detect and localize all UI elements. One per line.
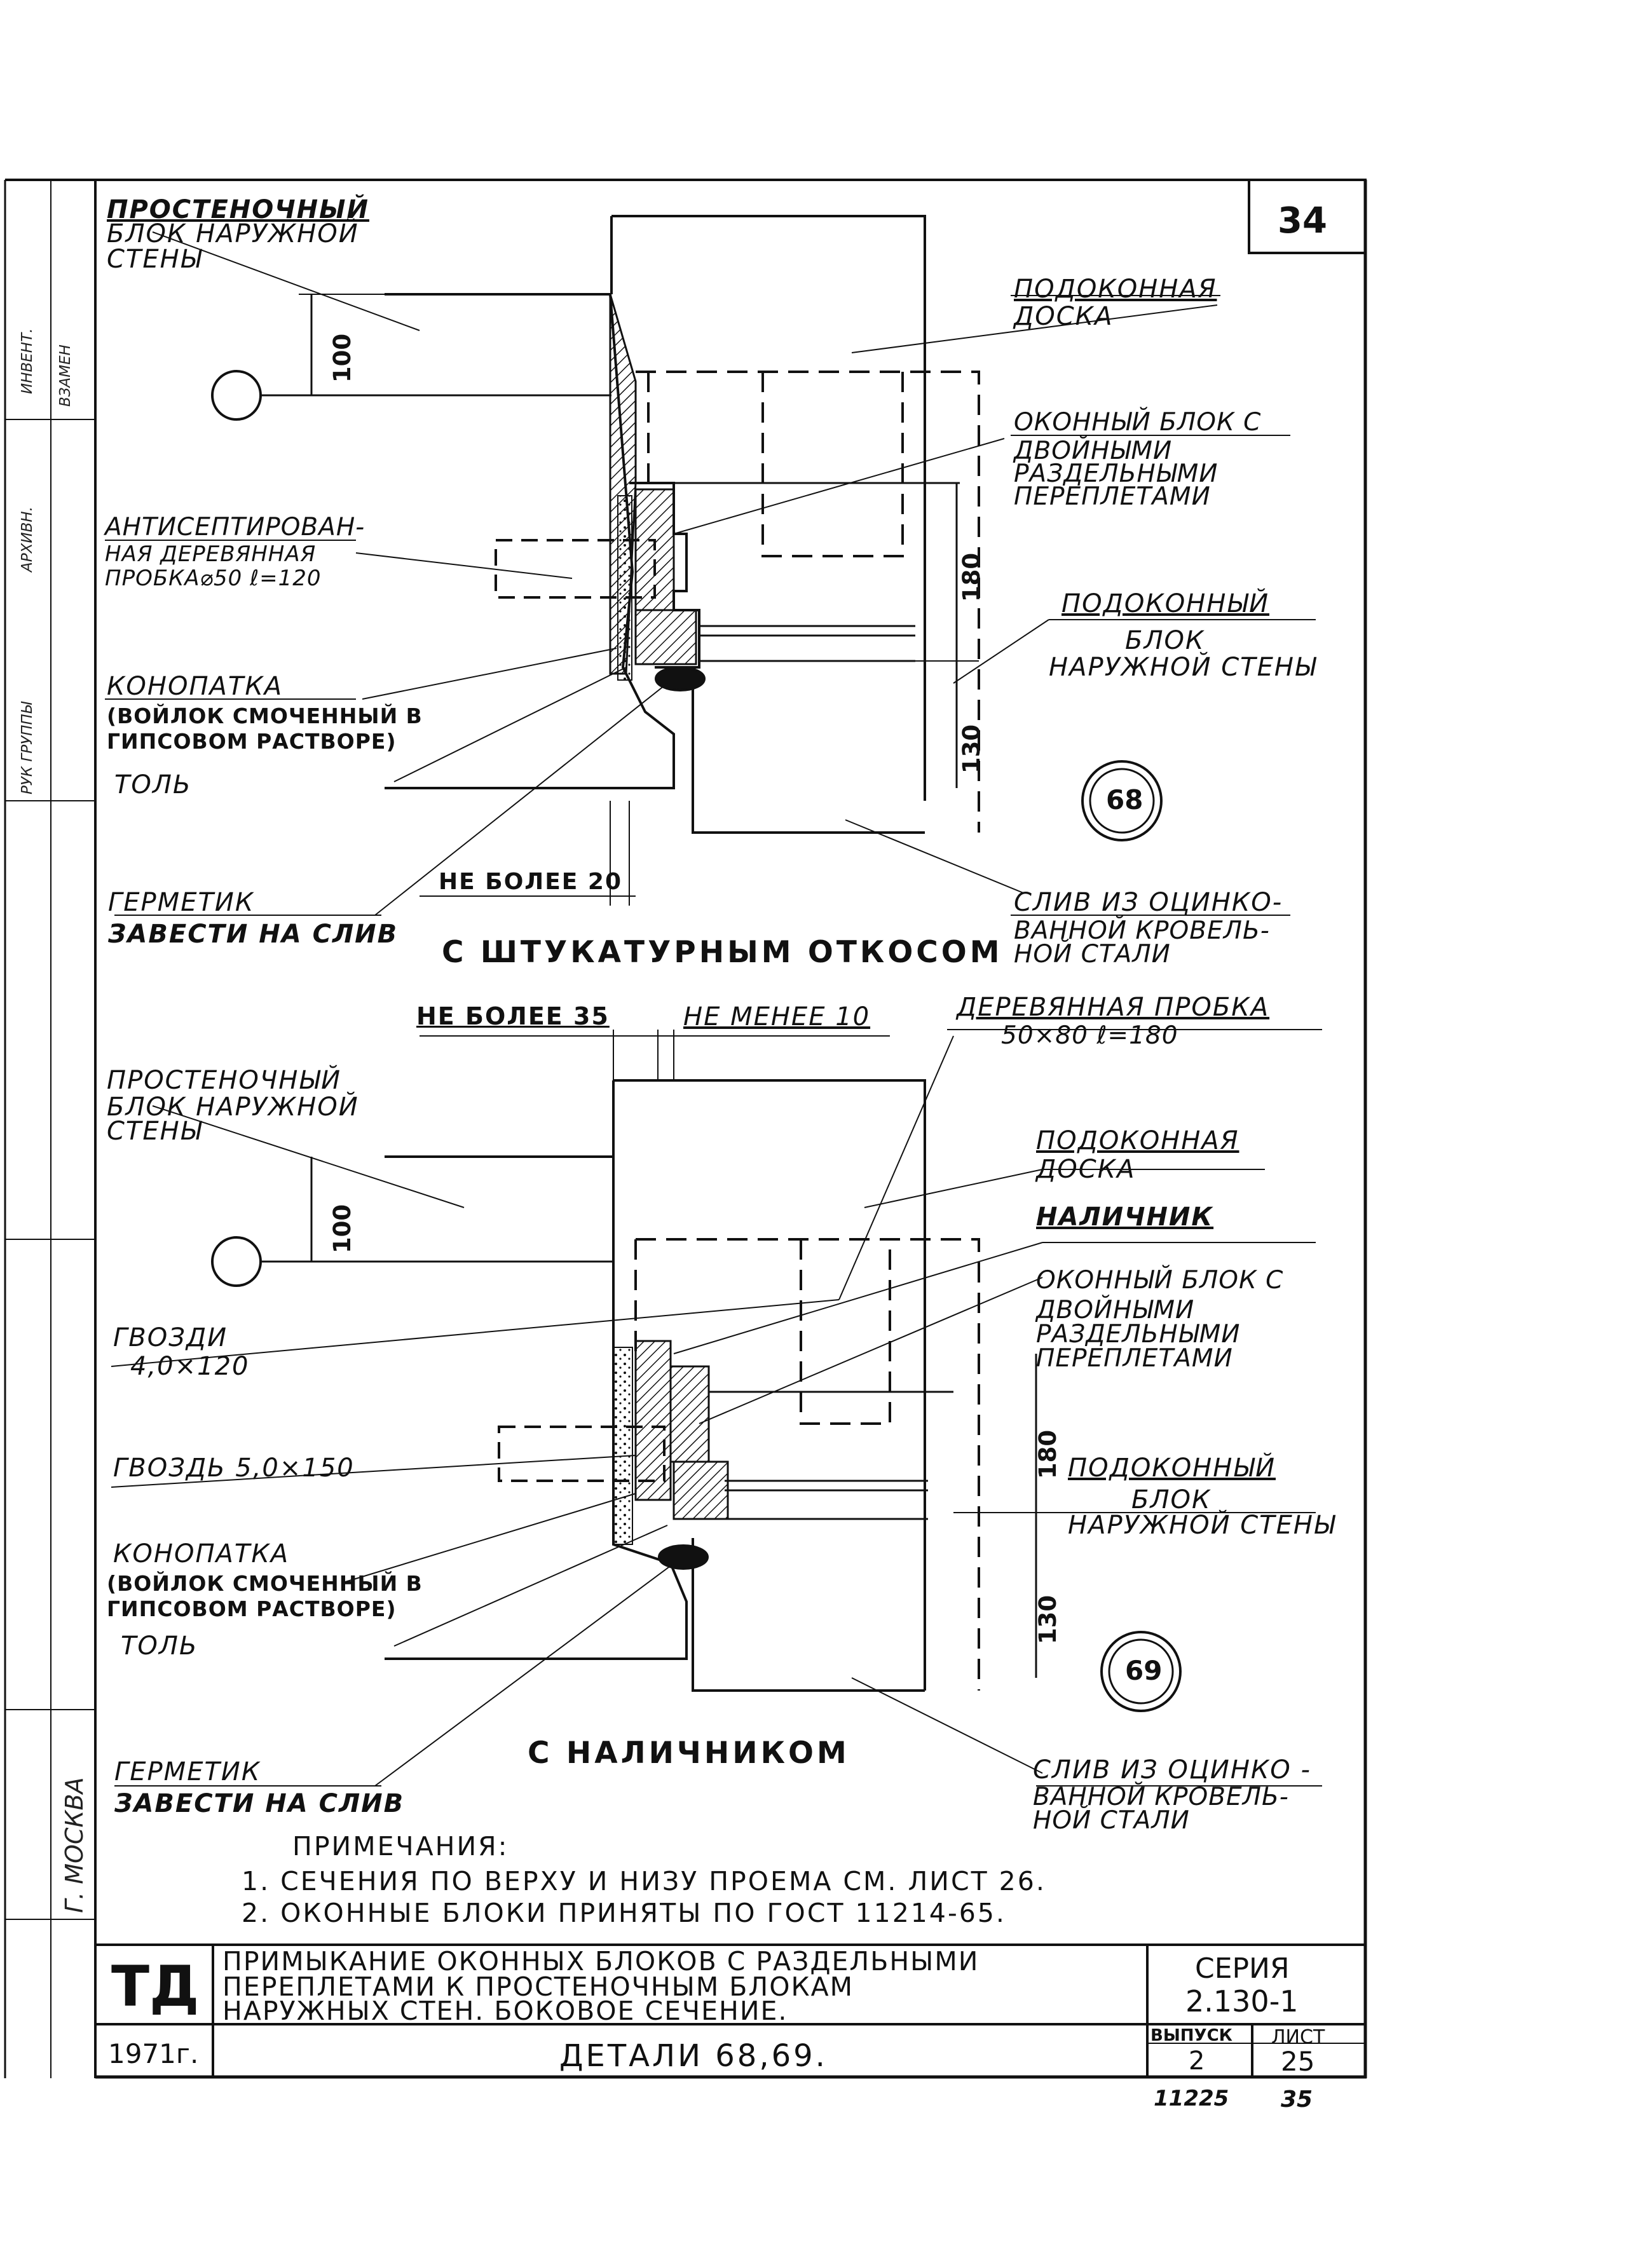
dim-min-10: НЕ МЕНЕЕ 10 (683, 1002, 871, 1031)
label-window-block-1d: ПЕРЕПЛЕТАМИ (1014, 482, 1211, 511)
issue-value: 2 (1189, 2046, 1205, 2076)
label-window-block-2b: ДВОЙНЫМИ (1036, 1296, 1195, 1324)
label-window-block-2d: ПЕРЕПЛЕТАМИ (1036, 1344, 1233, 1373)
detail-68 (105, 215, 1316, 916)
caption-detail-69: С НАЛИЧНИКОМ (528, 1736, 850, 1771)
title-block-title-2: ПЕРЕПЛЕТАМИ К ПРОСТЕНОЧНЫМ БЛОКАМ (222, 1971, 854, 2002)
label-caulk-2a: КОНОПАТКА (113, 1539, 290, 1569)
label-window-block-1c: РАЗДЕЛЬНЫМИ (1014, 459, 1219, 488)
dim-130-bottom: 130 (1034, 1595, 1062, 1645)
label-drip-1b: ВАННОЙ КРОВЕЛЬ- (1014, 916, 1270, 945)
label-caulk-1a: КОНОПАТКА (107, 672, 283, 701)
title-block-frame (95, 1943, 1365, 2077)
footer-left-number: 11225 (1154, 2086, 1229, 2111)
label-sill-block-1b: БЛОК (1125, 626, 1205, 655)
note-1: 1. СЕЧЕНИЯ ПО ВЕРХУ И НИЗУ ПРОЕМА СМ. ЛИ… (242, 1866, 1046, 1896)
label-wall-block-1c: СТЕНЫ (107, 245, 203, 274)
label-window-block-2a: ОКОННЫЙ БЛОК С (1036, 1266, 1284, 1295)
side-stamp-3: АРХИВН. (19, 507, 36, 572)
label-roofing-2: ТОЛЬ (121, 1631, 198, 1661)
label-sill-block-1c: НАРУЖНОЙ СТЕНЫ (1049, 653, 1317, 682)
sheet-frame (4, 179, 1367, 2079)
label-nail-2: ГВОЗДЬ 5,0×150 (113, 1453, 355, 1483)
label-sill-board-1b: ДОСКА (1014, 302, 1114, 331)
dim-100-top: 100 (329, 333, 357, 383)
title-block-title-3: НАРУЖНЫХ СТЕН. БОКОВОЕ СЕЧЕНИЕ. (222, 1996, 788, 2026)
label-wall-block-2b: БЛОК НАРУЖНОЙ (107, 1092, 359, 1122)
year: 1971г. (108, 2038, 199, 2069)
issue-label: ВЫПУСК (1150, 2026, 1232, 2045)
series-value: 2.130-1 (1185, 1984, 1299, 2018)
label-nails-a: ГВОЗДИ (113, 1323, 228, 1352)
label-sill-block-2a: ПОДОКОННЫЙ (1068, 1453, 1276, 1483)
label-wall-block-1b: БЛОК НАРУЖНОЙ (107, 219, 359, 248)
detail-69 (111, 1029, 1322, 1787)
label-drip-2a: СЛИВ ИЗ ОЦИНКО - (1033, 1755, 1311, 1785)
label-plug-1a: АНТИСЕПТИРОВАН- (105, 513, 365, 541)
label-sealant-2b: ЗАВЕСТИ НА СЛИВ (114, 1789, 405, 1818)
dim-gap-20: НЕ БОЛЕЕ 20 (439, 869, 623, 895)
mark-68: 68 (1106, 784, 1143, 815)
notes-title: ПРИМЕЧАНИЯ: (292, 1831, 509, 1862)
label-wall-block-2c: СТЕНЫ (107, 1117, 203, 1146)
label-drip-1c: НОЙ СТАЛИ (1014, 940, 1171, 969)
label-caulk-2b: (ВОЙЛОК СМОЧЕННЫЙ В (107, 1571, 423, 1596)
footer-right-number: 35 (1281, 2086, 1313, 2113)
label-sealant-2a: ГЕРМЕТИК (114, 1757, 261, 1787)
label-sill-block-1a: ПОДОКОННЫЙ (1062, 589, 1269, 618)
label-sill-block-2b: БЛОК (1131, 1485, 1212, 1514)
label-drip-2b: ВАННОЙ КРОВЕЛЬ- (1033, 1783, 1289, 1811)
dim-100-bottom: 100 (329, 1204, 357, 1254)
note-2: 2. ОКОННЫЕ БЛОКИ ПРИНЯТЫ ПО ГОСТ 11214-6… (242, 1898, 1006, 1928)
series-label: СЕРИЯ (1195, 1952, 1290, 1985)
label-caulk-1b: (ВОЙЛОК СМОЧЕННЫЙ В (107, 704, 423, 728)
label-sill-board-1a: ПОДОКОННАЯ (1014, 275, 1217, 304)
side-stamp-4: РУК ГРУППЫ (19, 702, 36, 794)
title-block-title-1: ПРИМЫКАНИЕ ОКОННЫХ БЛОКОВ С РАЗДЕЛЬНЫМИ (222, 1946, 980, 1977)
label-sealant-1a: ГЕРМЕТИК (108, 888, 255, 917)
label-wall-block-1a: ПРОСТЕНОЧНЫЙ (107, 195, 369, 224)
label-plug-1c: ПРОБКА⌀50 ℓ=120 (105, 566, 322, 591)
label-wall-block-2a: ПРОСТЕНОЧНЫЙ (107, 1066, 342, 1095)
label-roofing-1: ТОЛЬ (114, 770, 192, 800)
label-casing: НАЛИЧНИК (1036, 1202, 1214, 1232)
label-wood-plug-2a: ДЕРЕВЯННАЯ ПРОБКА (957, 993, 1270, 1022)
dim-180-bottom: 180 (1034, 1429, 1062, 1480)
sheet-value: 25 (1281, 2046, 1315, 2077)
dim-max-35: НЕ БОЛЕЕ 35 (416, 1002, 610, 1030)
label-sealant-1b: ЗАВЕСТИ НА СЛИВ (108, 920, 399, 949)
side-stamp-5: Г. МОСКВА (60, 1777, 88, 1913)
label-drip-2c: НОЙ СТАЛИ (1033, 1806, 1190, 1835)
label-plug-1b: НАЯ ДЕРЕВЯННАЯ (105, 541, 317, 567)
label-sill-block-2c: НАРУЖНОЙ СТЕНЫ (1068, 1511, 1336, 1540)
label-caulk-2c: ГИПСОВОМ РАСТВОРЕ) (107, 1596, 397, 1621)
label-wood-plug-2b: 50×80 ℓ=180 (1001, 1021, 1178, 1050)
label-window-block-2c: РАЗДЕЛЬНЫМИ (1036, 1320, 1241, 1349)
details-label: ДЕТАЛИ 68,69. (559, 2038, 828, 2074)
label-caulk-1c: ГИПСОВОМ РАСТВОРЕ) (107, 729, 397, 754)
mark-69: 69 (1125, 1655, 1163, 1686)
label-nails-b: 4,0×120 (130, 1352, 250, 1381)
label-sill-board-2a: ПОДОКОННАЯ (1036, 1126, 1239, 1155)
dim-130-top: 130 (958, 724, 986, 774)
dim-180-top: 180 (958, 552, 986, 602)
label-window-block-1a: ОКОННЫЙ БЛОК С (1014, 408, 1262, 437)
label-drip-1a: СЛИВ ИЗ ОЦИНКО- (1014, 888, 1283, 917)
caption-detail-68: С ШТУКАТУРНЫМ ОТКОСОМ (442, 935, 1003, 970)
label-sill-board-2b: ДОСКА (1036, 1155, 1136, 1184)
title-block-logo: ТД (111, 1954, 200, 2019)
side-stamp-1: ВЗАМЕН (57, 344, 74, 407)
sheet-label: ЛИСТ (1271, 2026, 1325, 2048)
side-stamp-2: ИНВЕНТ. (19, 328, 36, 394)
sheet-number: 34 (1278, 200, 1327, 242)
label-window-block-1b: ДВОЙНЫМИ (1014, 437, 1173, 465)
